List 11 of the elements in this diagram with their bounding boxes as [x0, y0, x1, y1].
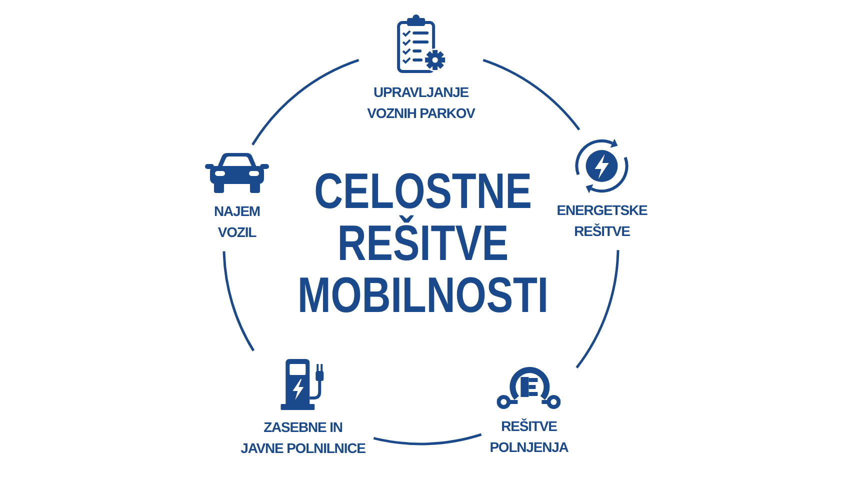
service-label: ENERGETSKE REŠITVE: [556, 201, 648, 241]
service-label: REŠITVE POLNJENJA: [490, 417, 568, 457]
service-label: ZASEBNE IN JAVNE POLNILNICE: [240, 418, 366, 458]
service-label: UPRAVLJANJE VOZNIH PARKOV: [367, 83, 475, 123]
diagram-title: CELOSTNE REŠITVE MOBILNOSTI: [297, 165, 549, 321]
circle-arc: [373, 433, 482, 446]
circle-arc: [222, 251, 255, 352]
service-label: NAJEM VOZIL: [214, 202, 260, 242]
circle-arc: [252, 58, 360, 146]
circle-arc: [576, 250, 620, 368]
circle-arc: [482, 58, 580, 130]
